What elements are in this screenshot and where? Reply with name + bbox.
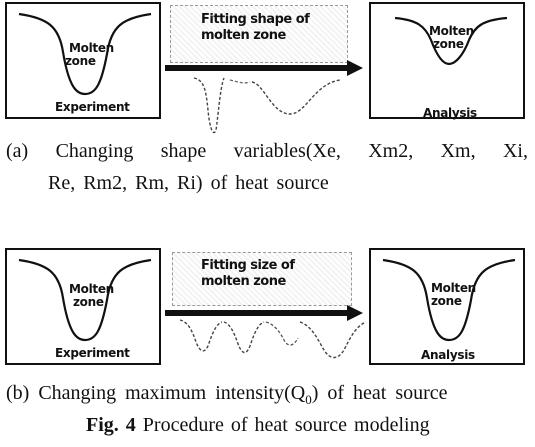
- experiment-box-a: Molten zone Experiment: [5, 2, 161, 119]
- experiment-box-b: Molten zone Experiment: [5, 248, 161, 365]
- candidate-shape-b-1: [179, 319, 223, 352]
- candidate-shapes-b: [179, 319, 367, 359]
- candidate-shapes-a: [193, 77, 341, 134]
- fitting-box-a: Fitting shape of molten zone: [170, 5, 348, 63]
- analysis-box-b: Molten zone Analysis: [369, 248, 525, 365]
- arrow-a: [165, 60, 363, 76]
- fitting-label-a: Fitting shape of molten zone: [201, 12, 310, 43]
- molten-zone-shape-experiment-a: [18, 12, 152, 96]
- experiment-label-b: Experiment: [55, 346, 130, 360]
- experiment-label-a: Experiment: [55, 100, 130, 114]
- caption-b: (b) Changing maximum intensity(Q0) of he…: [6, 382, 448, 407]
- analysis-label-a: Analysis: [423, 106, 477, 120]
- candidate-shape-b-2: [223, 321, 265, 354]
- candidate-shape-b-4: [299, 321, 367, 359]
- candidate-shape-b-3: [265, 321, 299, 346]
- molten-zone-label-analysis-b: Molten zone: [431, 281, 476, 308]
- fitting-label-b: Fitting size of molten zone: [201, 258, 295, 289]
- analysis-label-b: Analysis: [421, 348, 475, 362]
- molten-zone-shape-analysis-a: [394, 16, 508, 66]
- molten-zone-label-analysis-a: Molten zone: [429, 24, 474, 51]
- candidate-shape-a-3: [251, 79, 341, 115]
- molten-zone-shape-experiment-b: [18, 258, 152, 342]
- caption-a-line2: Re, Rm2, Rm, Ri) of heat source: [48, 172, 329, 194]
- figure-title: Procedure of heat source modeling: [142, 414, 430, 436]
- figure-caption: Fig. 4 Procedure of heat source modeling: [86, 412, 430, 438]
- candidate-shape-a-2: [229, 79, 251, 84]
- analysis-box-a: Molten zone Analysis: [369, 2, 525, 120]
- candidate-shape-a-1: [193, 77, 225, 134]
- fitting-box-b: Fitting size of molten zone: [172, 252, 352, 306]
- molten-zone-label-experiment-a: Molten zone: [65, 41, 114, 68]
- molten-zone-shape-analysis-b: [382, 258, 516, 342]
- figure-number: Fig. 4: [86, 414, 136, 436]
- arrow-b: [165, 305, 363, 321]
- caption-a-line1: (a) Changing shape variables(Xe, Xm2, Xm…: [6, 140, 528, 162]
- molten-zone-label-experiment-b: Molten zone: [69, 282, 114, 309]
